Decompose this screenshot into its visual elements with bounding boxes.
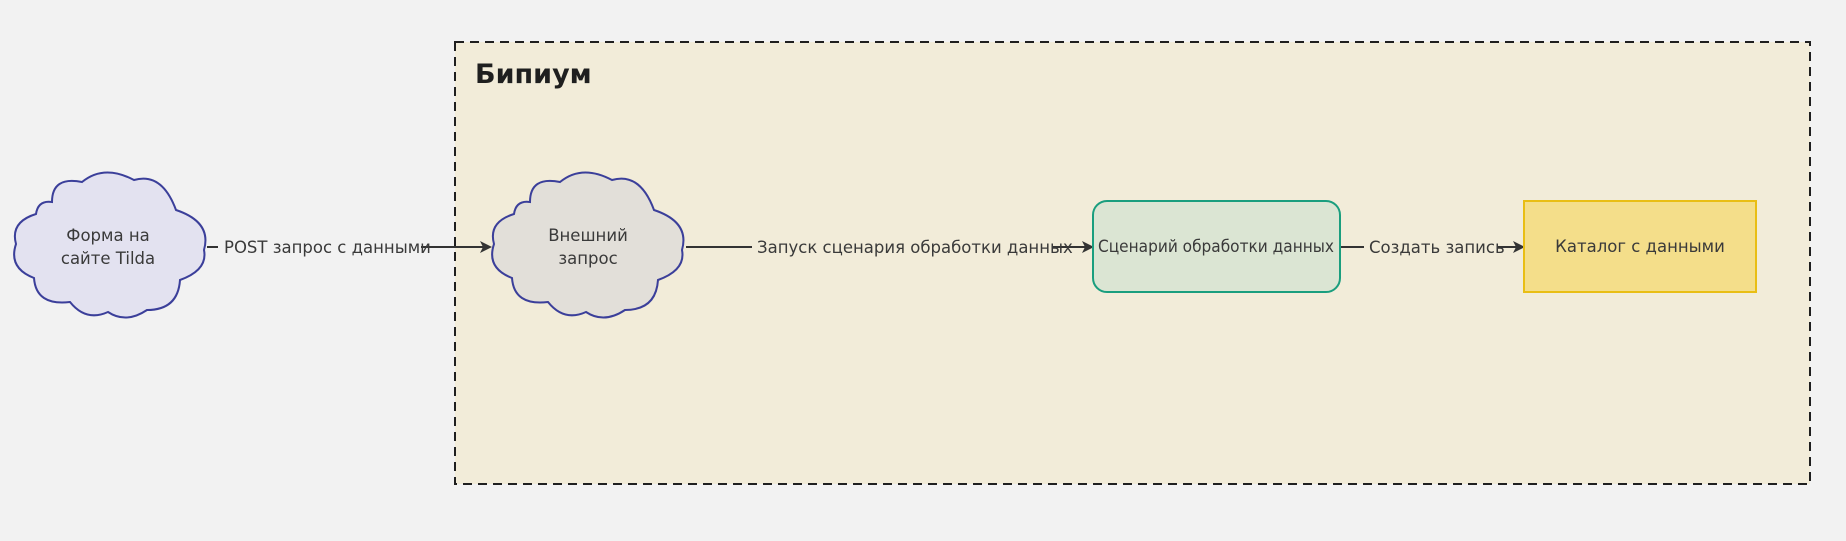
node-data-catalog[interactable]: Каталог с данными xyxy=(1523,200,1757,293)
node-processing-scenario[interactable]: Сценарий обработки данных xyxy=(1092,200,1341,293)
edge-label-run-scenario: Запуск сценария обработки данных xyxy=(757,238,1073,257)
node-tilda-form[interactable]: Форма на сайте Tilda xyxy=(13,171,207,319)
node-data-catalog-label: Каталог с данными xyxy=(1555,237,1725,256)
group-title: Бипиум xyxy=(475,59,592,90)
node-tilda-form-label-line1: Форма на xyxy=(66,226,149,245)
node-processing-scenario-label: Сценарий обработки данных xyxy=(1098,237,1334,256)
node-external-request-label-line1: Внешний xyxy=(548,226,628,245)
cloud-shape xyxy=(13,171,207,319)
node-tilda-form-label-line2: сайте Tilda xyxy=(61,249,155,268)
scenario-box xyxy=(1092,200,1341,293)
edge-label-post-request: POST запрос с данными xyxy=(224,238,431,257)
cloud-shape xyxy=(491,171,685,319)
catalog-box xyxy=(1523,200,1757,293)
node-external-request[interactable]: Внешний запрос xyxy=(491,171,685,319)
node-external-request-label-line2: запрос xyxy=(558,249,617,268)
edge-label-create-record: Создать запись xyxy=(1369,238,1505,257)
